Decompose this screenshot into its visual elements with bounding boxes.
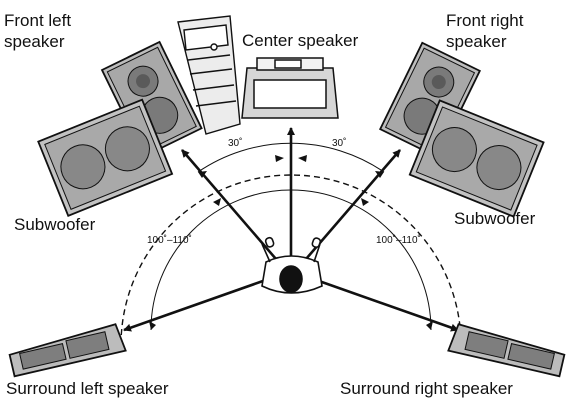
listening-circle-arc: [120, 174, 462, 346]
subwoofer-left-icon: [37, 98, 174, 218]
surround-left-speaker-label: Surround left speaker: [6, 379, 169, 398]
media-tower-icon: [177, 15, 241, 135]
angle-label-surround-right: 100˚–110˚: [376, 234, 421, 246]
direction-lines: [123, 127, 459, 332]
front-right-speaker-icon: [378, 41, 482, 159]
surround-left-speaker-icon: [8, 323, 127, 378]
angle-label-front-left: 30˚: [228, 137, 242, 149]
surround-right-speaker-icon: [447, 323, 566, 378]
surround-right-speaker-label: Surround right speaker: [340, 379, 513, 398]
subwoofer-left-label: Subwoofer: [14, 215, 96, 234]
front-right-speaker-label: Front right speaker: [446, 11, 524, 51]
subwoofer-right-label: Subwoofer: [454, 209, 536, 228]
listener-icon: [261, 236, 323, 294]
subwoofer-right-icon: [408, 99, 545, 218]
angle-label-surround-left: 100˚–110˚: [147, 234, 192, 246]
angle-label-front-right: 30˚: [332, 137, 346, 149]
center-speaker-icon: [241, 57, 339, 119]
front-left-speaker-label: Front left speaker: [4, 11, 72, 51]
center-speaker-label: Center speaker: [242, 31, 359, 50]
